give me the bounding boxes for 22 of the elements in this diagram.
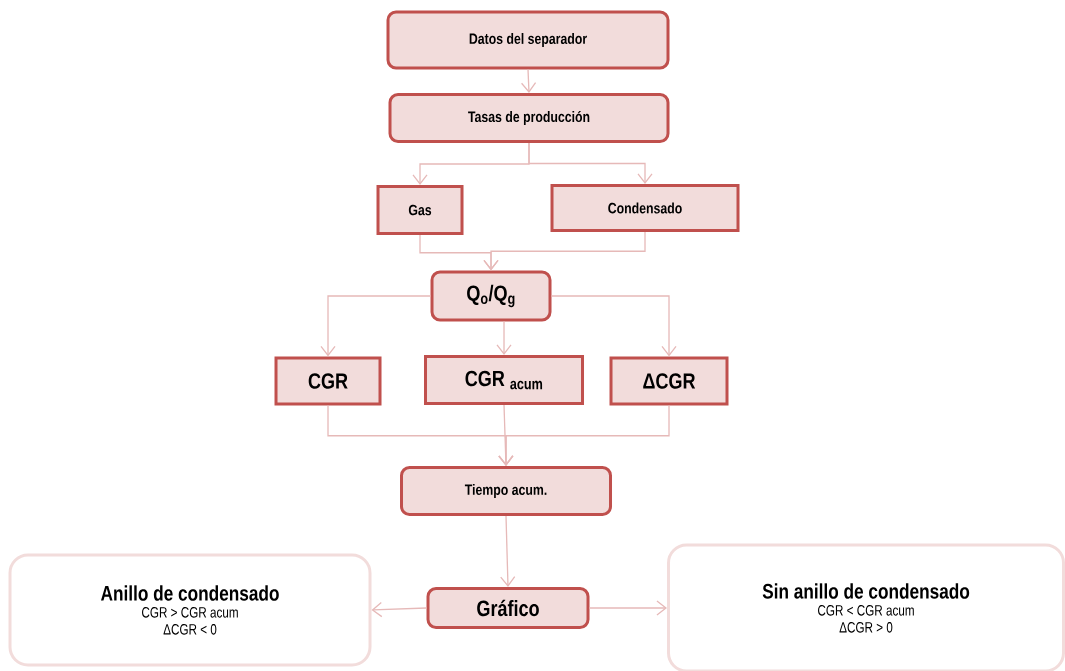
result-box: Sin anillo de condensado CGR < CGR acum ΔCGR > 0 <box>667 543 1065 671</box>
arrow <box>520 68 537 93</box>
arrow <box>588 600 667 616</box>
process-box: Q$_{o}$/Q$_{g}$ <box>430 270 552 322</box>
arrow <box>550 295 677 357</box>
arrow <box>500 515 516 587</box>
result-box: Anillo de condensado CGR > CGR acum ΔCGR < 0 <box>8 553 372 667</box>
arrow <box>528 142 653 184</box>
process-box: ΔCGR <box>609 356 729 406</box>
arrow <box>371 601 428 618</box>
arrow <box>483 231 646 271</box>
process-box: Tiempo acum. <box>400 466 612 516</box>
process-box: CGR <box>274 356 382 406</box>
arrow <box>496 320 512 355</box>
arrow <box>498 404 670 466</box>
process-box: Condensado <box>550 184 740 232</box>
process-box: Gráfico <box>426 587 590 629</box>
process-box: Datos del separador <box>386 10 670 70</box>
process-box: Gas <box>376 185 464 235</box>
process-box: Tasas de producción <box>388 93 670 143</box>
arrow <box>320 295 432 357</box>
process-box: CGR $_{acum}$ <box>424 355 584 405</box>
